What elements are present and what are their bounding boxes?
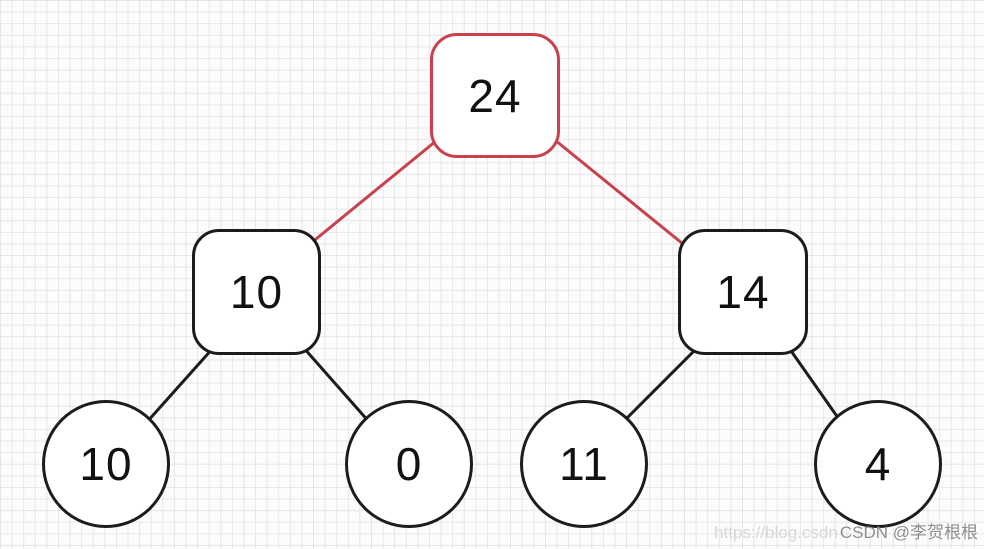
tree-node-root: 24 [430,33,560,158]
tree-node-left-child-value: 10 [229,266,284,318]
tree-node-left-child: 10 [192,229,321,355]
tree-leaf-4-value: 4 [864,438,892,490]
tree-leaf-3-value: 11 [559,438,609,490]
tree-leaf-1-value: 10 [79,438,133,490]
tree-node-right-child-value: 14 [716,266,770,318]
tree-leaf-1: 10 [42,400,170,528]
edge-left-child-to-leaf-1 [136,337,224,433]
tree-leaf-2: 0 [345,400,473,528]
tree-leaf-3: 11 [520,400,648,528]
edge-left-child-to-leaf-2 [293,337,380,433]
edge-right-child-to-leaf-3 [611,336,709,434]
tree-node-right-child: 14 [678,229,808,355]
tree-node-root-value: 24 [468,69,522,122]
tree-leaf-2-value: 0 [395,438,423,490]
edge-root-to-right-child [544,130,689,250]
tree-leaf-4: 4 [814,400,942,528]
edge-root-to-left-child [304,130,448,250]
